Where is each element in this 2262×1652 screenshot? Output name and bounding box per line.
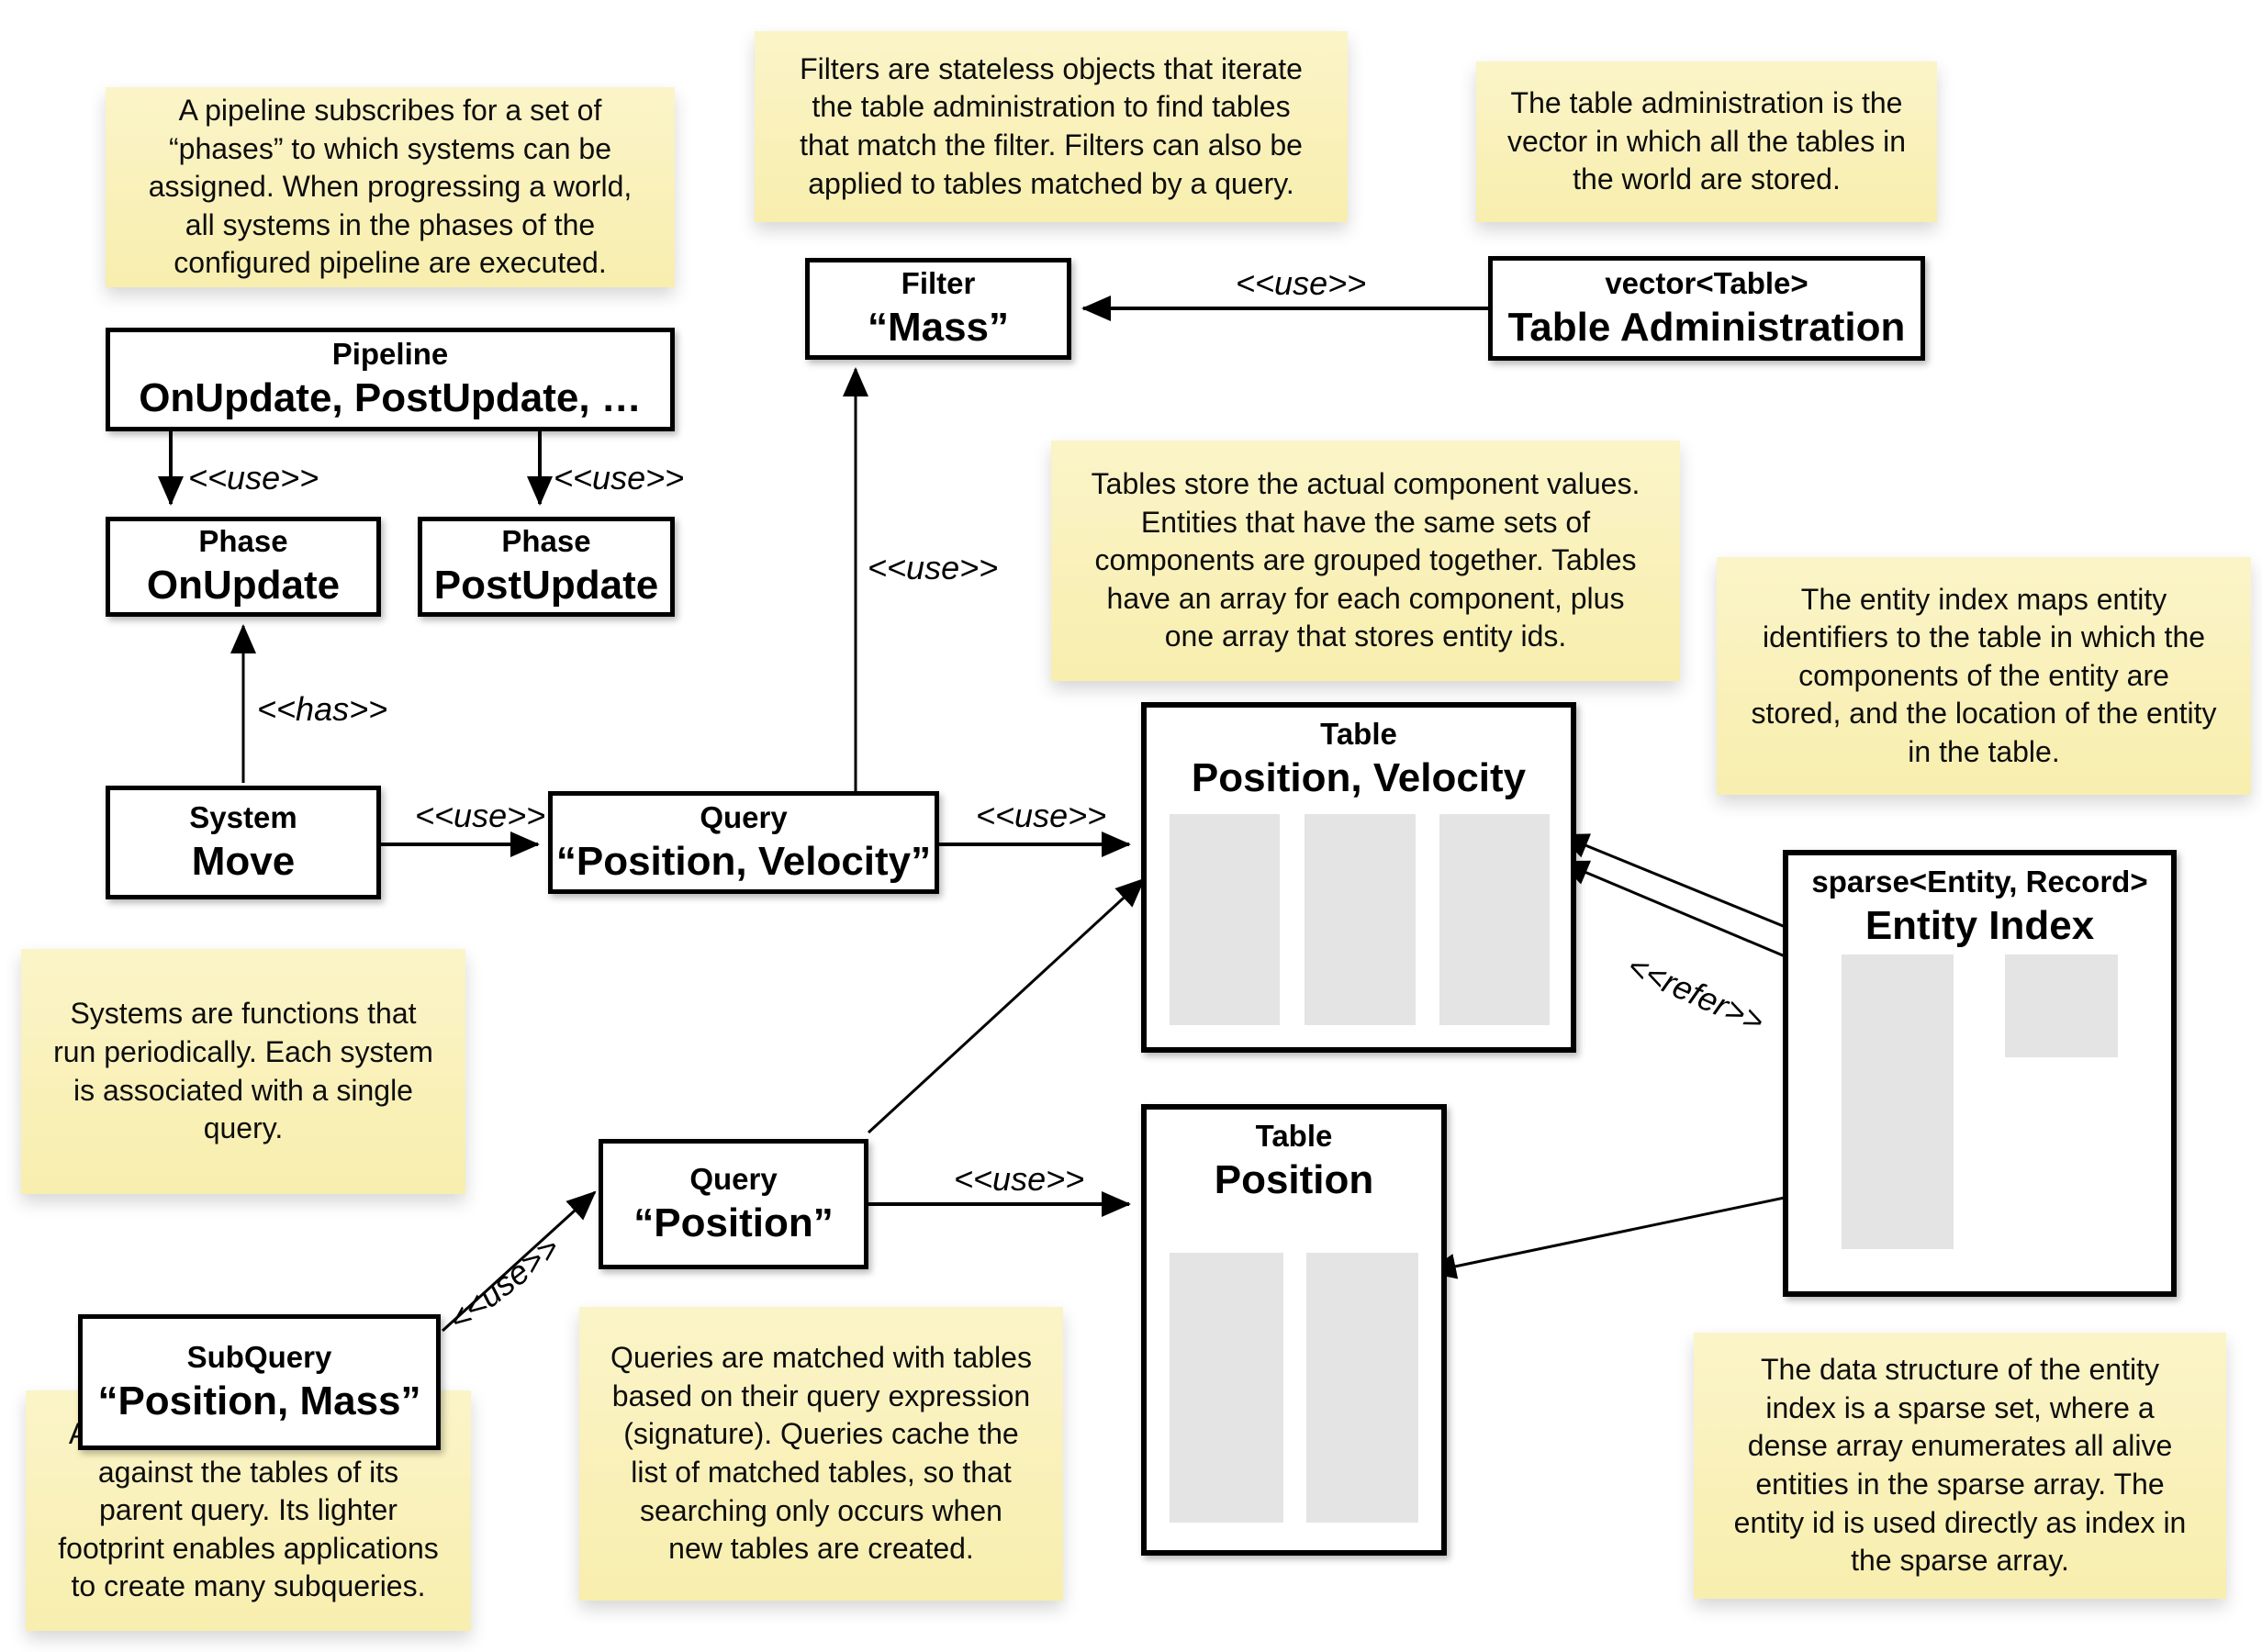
- query-position-velocity-box: Query “Position, Velocity”: [548, 791, 939, 894]
- table-position-stereotype: Table: [1255, 1119, 1333, 1153]
- phase-postupdate-title: PostUpdate: [433, 563, 659, 608]
- filter-mass-box: Filter “Mass”: [805, 258, 1071, 360]
- dense-array: [2005, 954, 2118, 1057]
- use-label-query-filter: <<use>>: [868, 549, 999, 586]
- note-filters: Filters are stateless objects that itera…: [755, 31, 1348, 222]
- system-move-title: Move: [191, 838, 296, 884]
- filter-mass-title: “Mass”: [867, 305, 1010, 351]
- phase-postupdate-box: Phase PostUpdate: [418, 517, 675, 617]
- filter-mass-stereotype: Filter: [901, 266, 976, 301]
- pipeline-box: Pipeline OnUpdate, PostUpdate, …: [106, 328, 675, 431]
- note-table-administration: The table administration is the vector i…: [1476, 61, 1937, 222]
- has-label-move-onupdate: <<has>>: [257, 690, 388, 728]
- note-sparse-set: The data structure of the entity index i…: [1694, 1333, 2226, 1599]
- table-position-velocity-stereotype: Table: [1320, 717, 1397, 751]
- table-position-velocity-box: Table Position, Velocity: [1141, 702, 1576, 1053]
- component-array: [1306, 1253, 1418, 1523]
- use-label-pipeline-postupdate: <<use>>: [554, 459, 685, 497]
- table-position-box: Table Position: [1141, 1104, 1447, 1556]
- pipeline-title: OnUpdate, PostUpdate, …: [139, 375, 642, 421]
- table-position-velocity-title: Position, Velocity: [1191, 754, 1527, 800]
- note-entity-index: The entity index maps entity identifiers…: [1717, 557, 2251, 795]
- entity-index-title: Entity Index: [1864, 902, 2095, 948]
- edge-entityindex-tablepos: [1427, 1184, 1842, 1279]
- note-pipeline: A pipeline subscribes for a set of “phas…: [106, 87, 675, 287]
- query-position-stereotype: Query: [689, 1161, 778, 1196]
- use-label-admin-filter: <<use>>: [1236, 264, 1367, 302]
- subquery-stereotype: SubQuery: [186, 1339, 332, 1374]
- component-array: [1170, 1253, 1283, 1523]
- entity-index-stereotype: sparse<Entity, Record>: [1811, 865, 2148, 899]
- query-position-box: Query “Position”: [599, 1139, 868, 1269]
- use-label-move-query: <<use>>: [415, 797, 546, 834]
- system-move-stereotype: System: [189, 799, 297, 834]
- note-queries: Queries are matched with tables based on…: [579, 1307, 1063, 1601]
- phase-postupdate-stereotype: Phase: [501, 524, 591, 559]
- entity-index-box: sparse<Entity, Record> Entity Index: [1783, 850, 2177, 1297]
- query-position-velocity-title: “Position, Velocity”: [555, 838, 932, 884]
- table-administration-box: vector<Table> Table Administration: [1488, 256, 1925, 361]
- system-move-box: System Move: [106, 786, 381, 899]
- edge-querypos-tablepv: [867, 877, 1146, 1134]
- component-array: [1170, 814, 1280, 1025]
- query-position-title: “Position”: [633, 1200, 834, 1245]
- use-label-subquery-querypos: <<use>>: [441, 1228, 567, 1339]
- component-array: [1305, 814, 1416, 1025]
- note-tables: Tables store the actual component values…: [1051, 441, 1680, 681]
- subquery-title: “Position, Mass”: [97, 1378, 421, 1423]
- phase-onupdate-box: Phase OnUpdate: [106, 517, 381, 617]
- subquery-box: SubQuery “Position, Mass”: [78, 1314, 441, 1450]
- use-label-querypv-tablepv: <<use>>: [976, 797, 1107, 834]
- refer-label-entityindex-tablepv: <<refer>>: [1621, 946, 1770, 1041]
- phase-onupdate-title: OnUpdate: [146, 563, 341, 608]
- use-label-pipeline-onupdate: <<use>>: [188, 459, 319, 497]
- table-administration-stereotype: vector<Table>: [1605, 265, 1808, 300]
- pipeline-stereotype: Pipeline: [331, 337, 449, 372]
- sparse-array: [1842, 954, 1954, 1249]
- phase-onupdate-stereotype: Phase: [198, 524, 288, 559]
- use-label-querypos-tablepos: <<use>>: [954, 1160, 1085, 1198]
- table-position-title: Position: [1214, 1156, 1374, 1202]
- table-administration-title: Table Administration: [1507, 304, 1906, 350]
- component-array: [1439, 814, 1550, 1025]
- query-position-velocity-stereotype: Query: [700, 799, 788, 834]
- note-systems: Systems are functions that run periodica…: [21, 949, 465, 1194]
